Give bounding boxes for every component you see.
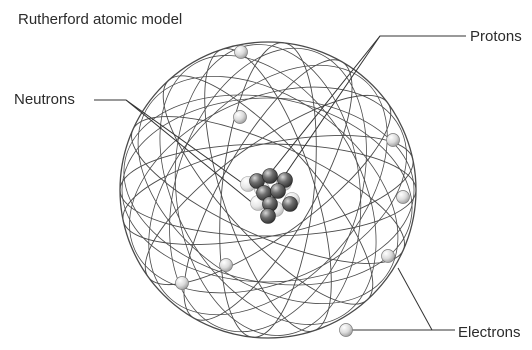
nucleus [241,169,300,224]
protons-leader-line [280,36,380,182]
electron [397,191,410,204]
electron [234,111,247,124]
electron [382,250,395,263]
neutrons-label: Neutrons [14,92,75,107]
electron [235,46,248,59]
electrons-label: Electrons [458,325,521,340]
electron [220,259,233,272]
proton [263,169,278,184]
proton [283,197,298,212]
electron [340,324,353,337]
electrons-leader-line [398,268,455,330]
electron [387,134,400,147]
diagram-title: Rutherford atomic model [18,12,182,27]
protons-label: Protons [470,29,522,44]
electron [176,277,189,290]
proton [271,184,286,199]
proton [261,209,276,224]
